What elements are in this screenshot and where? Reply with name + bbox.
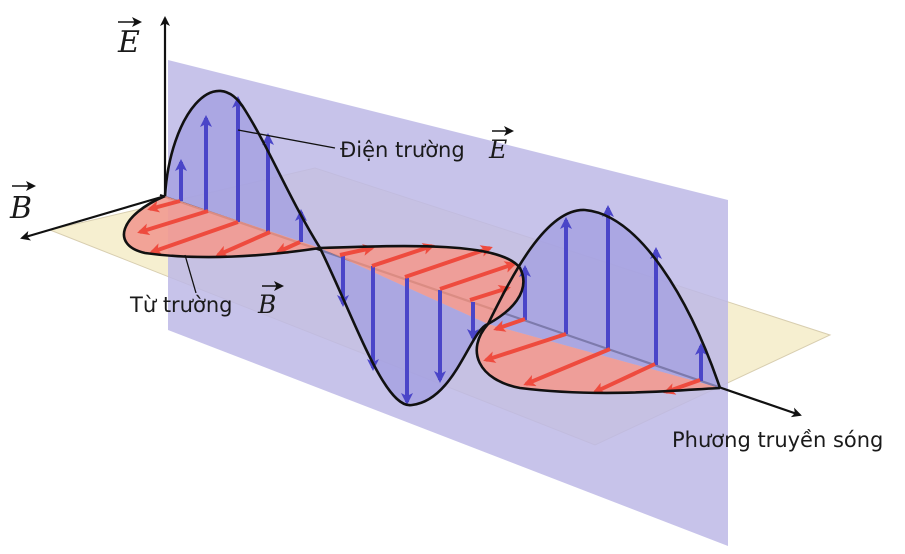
propagation-label: Phương truyền sóng bbox=[672, 428, 883, 452]
e-axis-letter: E bbox=[117, 25, 140, 60]
e-field-symbol: E bbox=[488, 135, 507, 164]
b-axis-label: B bbox=[9, 186, 34, 226]
e-axis-label: E bbox=[117, 22, 140, 60]
b-axis-letter: B bbox=[9, 191, 32, 226]
b-field-symbol: B bbox=[257, 290, 276, 319]
e-field-text: Điện trường bbox=[340, 138, 465, 162]
b-field-text: Từ trường bbox=[129, 293, 232, 317]
